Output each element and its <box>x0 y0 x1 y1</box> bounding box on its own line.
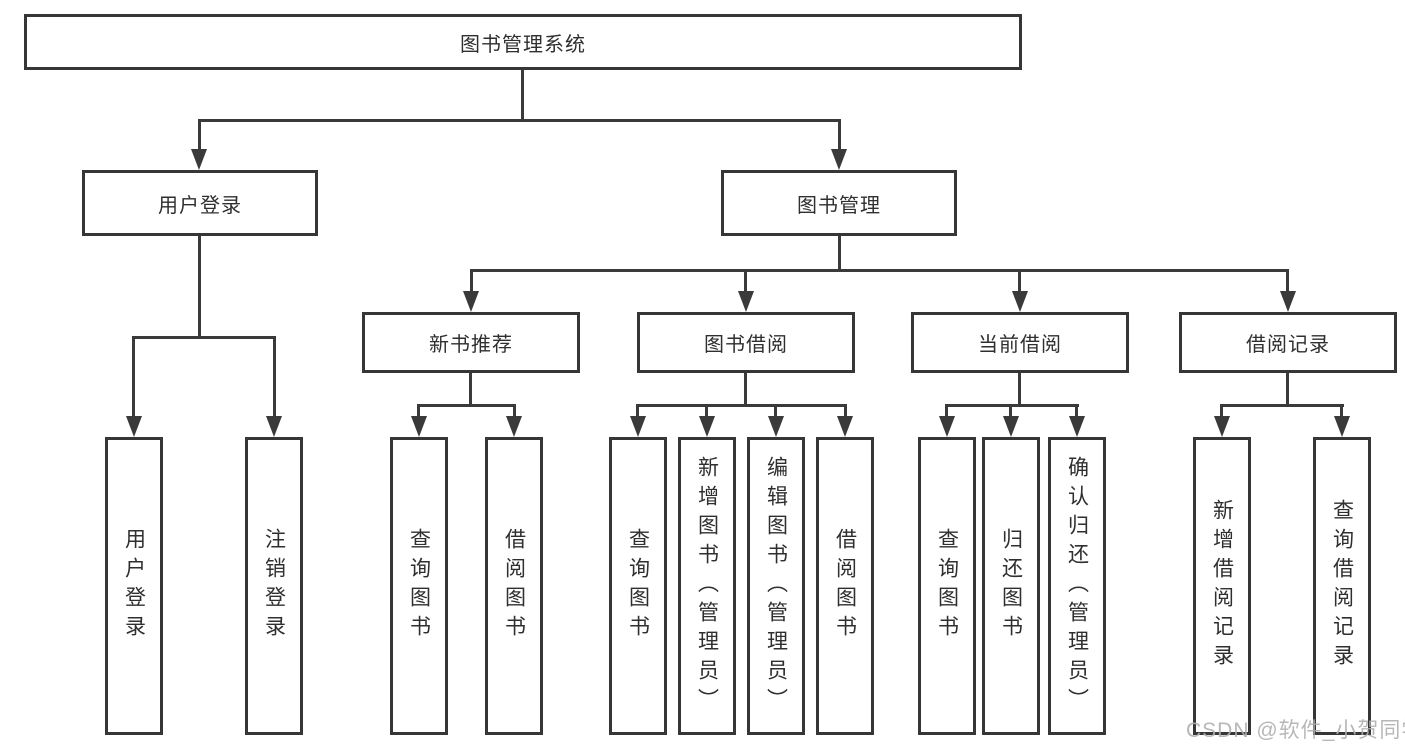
connector-recommend-drop-1 <box>417 404 420 418</box>
leaf-edit-books-admin: 编辑图书（管理员） <box>747 437 805 735</box>
connector-bookmgmt-stem <box>838 236 841 272</box>
leaf-search-books-recommend: 查询图书 <box>390 437 448 735</box>
connector-current-stem <box>1018 373 1021 406</box>
leaf-label: 借阅图书 <box>833 528 857 644</box>
connector-userlogin-stem <box>198 236 201 339</box>
connector-userlogin-drop-1 <box>132 336 135 418</box>
arrow-down-icon <box>939 416 955 437</box>
connector-userlogin-drop-2 <box>273 336 276 418</box>
leaf-confirm-return-admin: 确认归还（管理员） <box>1048 437 1106 735</box>
module-label: 新书推荐 <box>429 334 513 356</box>
connector-records-bar <box>1220 404 1344 407</box>
module-node-borrow-records: 借阅记录 <box>1179 312 1397 373</box>
connector-bookmgmt-drop-3 <box>1018 269 1021 293</box>
root-node: 图书管理系统 <box>24 14 1022 70</box>
branch-label: 用户登录 <box>158 194 242 217</box>
connector-current-drop-1 <box>945 404 948 418</box>
leaf-return-books: 归还图书 <box>982 437 1040 735</box>
leaf-label: 注销登录 <box>262 528 286 644</box>
arrow-down-icon <box>1334 416 1350 437</box>
module-label: 借阅记录 <box>1246 334 1330 356</box>
arrow-down-icon <box>126 416 142 437</box>
connector-root-drop-left <box>198 119 201 153</box>
arrow-down-icon <box>191 149 207 170</box>
leaf-borrow-books-recommend: 借阅图书 <box>485 437 543 735</box>
arrow-down-icon <box>831 149 847 170</box>
connector-root-bar <box>198 119 841 122</box>
connector-bookmgmt-bar <box>470 269 1289 272</box>
module-node-current-borrow: 当前借阅 <box>911 312 1129 373</box>
connector-recommend-stem <box>469 373 472 406</box>
csdn-watermark: CSDN @软件_小贺同学 <box>1186 719 1405 742</box>
arrow-down-icon <box>1069 416 1085 437</box>
leaf-label: 查询借阅记录 <box>1330 499 1354 673</box>
arrow-down-icon <box>1003 416 1019 437</box>
leaf-label: 归还图书 <box>999 528 1023 644</box>
connector-borrow-stem <box>744 373 747 406</box>
branch-node-book-management: 图书管理 <box>721 170 957 236</box>
arrow-down-icon <box>768 416 784 437</box>
arrow-down-icon <box>266 416 282 437</box>
leaf-search-books-current: 查询图书 <box>918 437 976 735</box>
arrow-down-icon <box>1280 291 1296 312</box>
connector-borrow-drop-2 <box>705 404 708 418</box>
module-label: 当前借阅 <box>978 334 1062 356</box>
module-node-book-borrow: 图书借阅 <box>637 312 855 373</box>
connector-root-stem <box>521 70 524 121</box>
arrow-down-icon <box>837 416 853 437</box>
arrow-down-icon <box>738 291 754 312</box>
leaf-search-borrow-record: 查询借阅记录 <box>1313 437 1371 735</box>
leaf-label: 查询图书 <box>626 528 650 644</box>
leaf-label: 查询图书 <box>407 528 431 644</box>
arrow-down-icon <box>1012 291 1028 312</box>
leaf-label: 查询图书 <box>935 528 959 644</box>
arrow-down-icon <box>1214 416 1230 437</box>
connector-recommend-drop-2 <box>513 404 516 418</box>
branch-label: 图书管理 <box>797 194 881 217</box>
connector-borrow-drop-4 <box>844 404 847 418</box>
connector-userlogin-bar <box>132 336 276 339</box>
leaf-user-login: 用户登录 <box>105 437 163 735</box>
connector-bookmgmt-drop-1 <box>470 269 473 293</box>
root-label: 图书管理系统 <box>460 33 586 56</box>
connector-current-drop-3 <box>1075 404 1078 418</box>
connector-records-stem <box>1286 373 1289 406</box>
leaf-label: 新增借阅记录 <box>1210 499 1234 673</box>
connector-records-drop-1 <box>1220 404 1223 418</box>
leaf-label: 编辑图书（管理员） <box>764 455 788 717</box>
leaf-label: 用户登录 <box>122 528 146 644</box>
arrow-down-icon <box>506 416 522 437</box>
connector-root-drop-right <box>838 119 841 153</box>
arrow-down-icon <box>699 416 715 437</box>
arrow-down-icon <box>411 416 427 437</box>
arrow-down-icon <box>463 291 479 312</box>
leaf-label: 新增图书（管理员） <box>695 455 719 717</box>
leaf-label: 确认归还（管理员） <box>1065 455 1089 717</box>
connector-borrow-drop-3 <box>774 404 777 418</box>
connector-borrow-drop-1 <box>636 404 639 418</box>
connector-bookmgmt-drop-4 <box>1286 269 1289 293</box>
leaf-logout: 注销登录 <box>245 437 303 735</box>
leaf-label: 借阅图书 <box>502 528 526 644</box>
branch-node-user-login: 用户登录 <box>82 170 318 236</box>
connector-current-drop-2 <box>1009 404 1012 418</box>
connector-records-drop-2 <box>1340 404 1343 418</box>
connector-recommend-bar <box>417 404 516 407</box>
module-node-new-book-recommend: 新书推荐 <box>362 312 580 373</box>
connector-current-bar <box>945 404 1079 407</box>
connector-borrow-bar <box>636 404 847 407</box>
arrow-down-icon <box>630 416 646 437</box>
leaf-search-books-borrow: 查询图书 <box>609 437 667 735</box>
connector-bookmgmt-drop-2 <box>744 269 747 293</box>
leaf-add-books-admin: 新增图书（管理员） <box>678 437 736 735</box>
module-label: 图书借阅 <box>704 334 788 356</box>
leaf-borrow-books: 借阅图书 <box>816 437 874 735</box>
leaf-add-borrow-record: 新增借阅记录 <box>1193 437 1251 735</box>
